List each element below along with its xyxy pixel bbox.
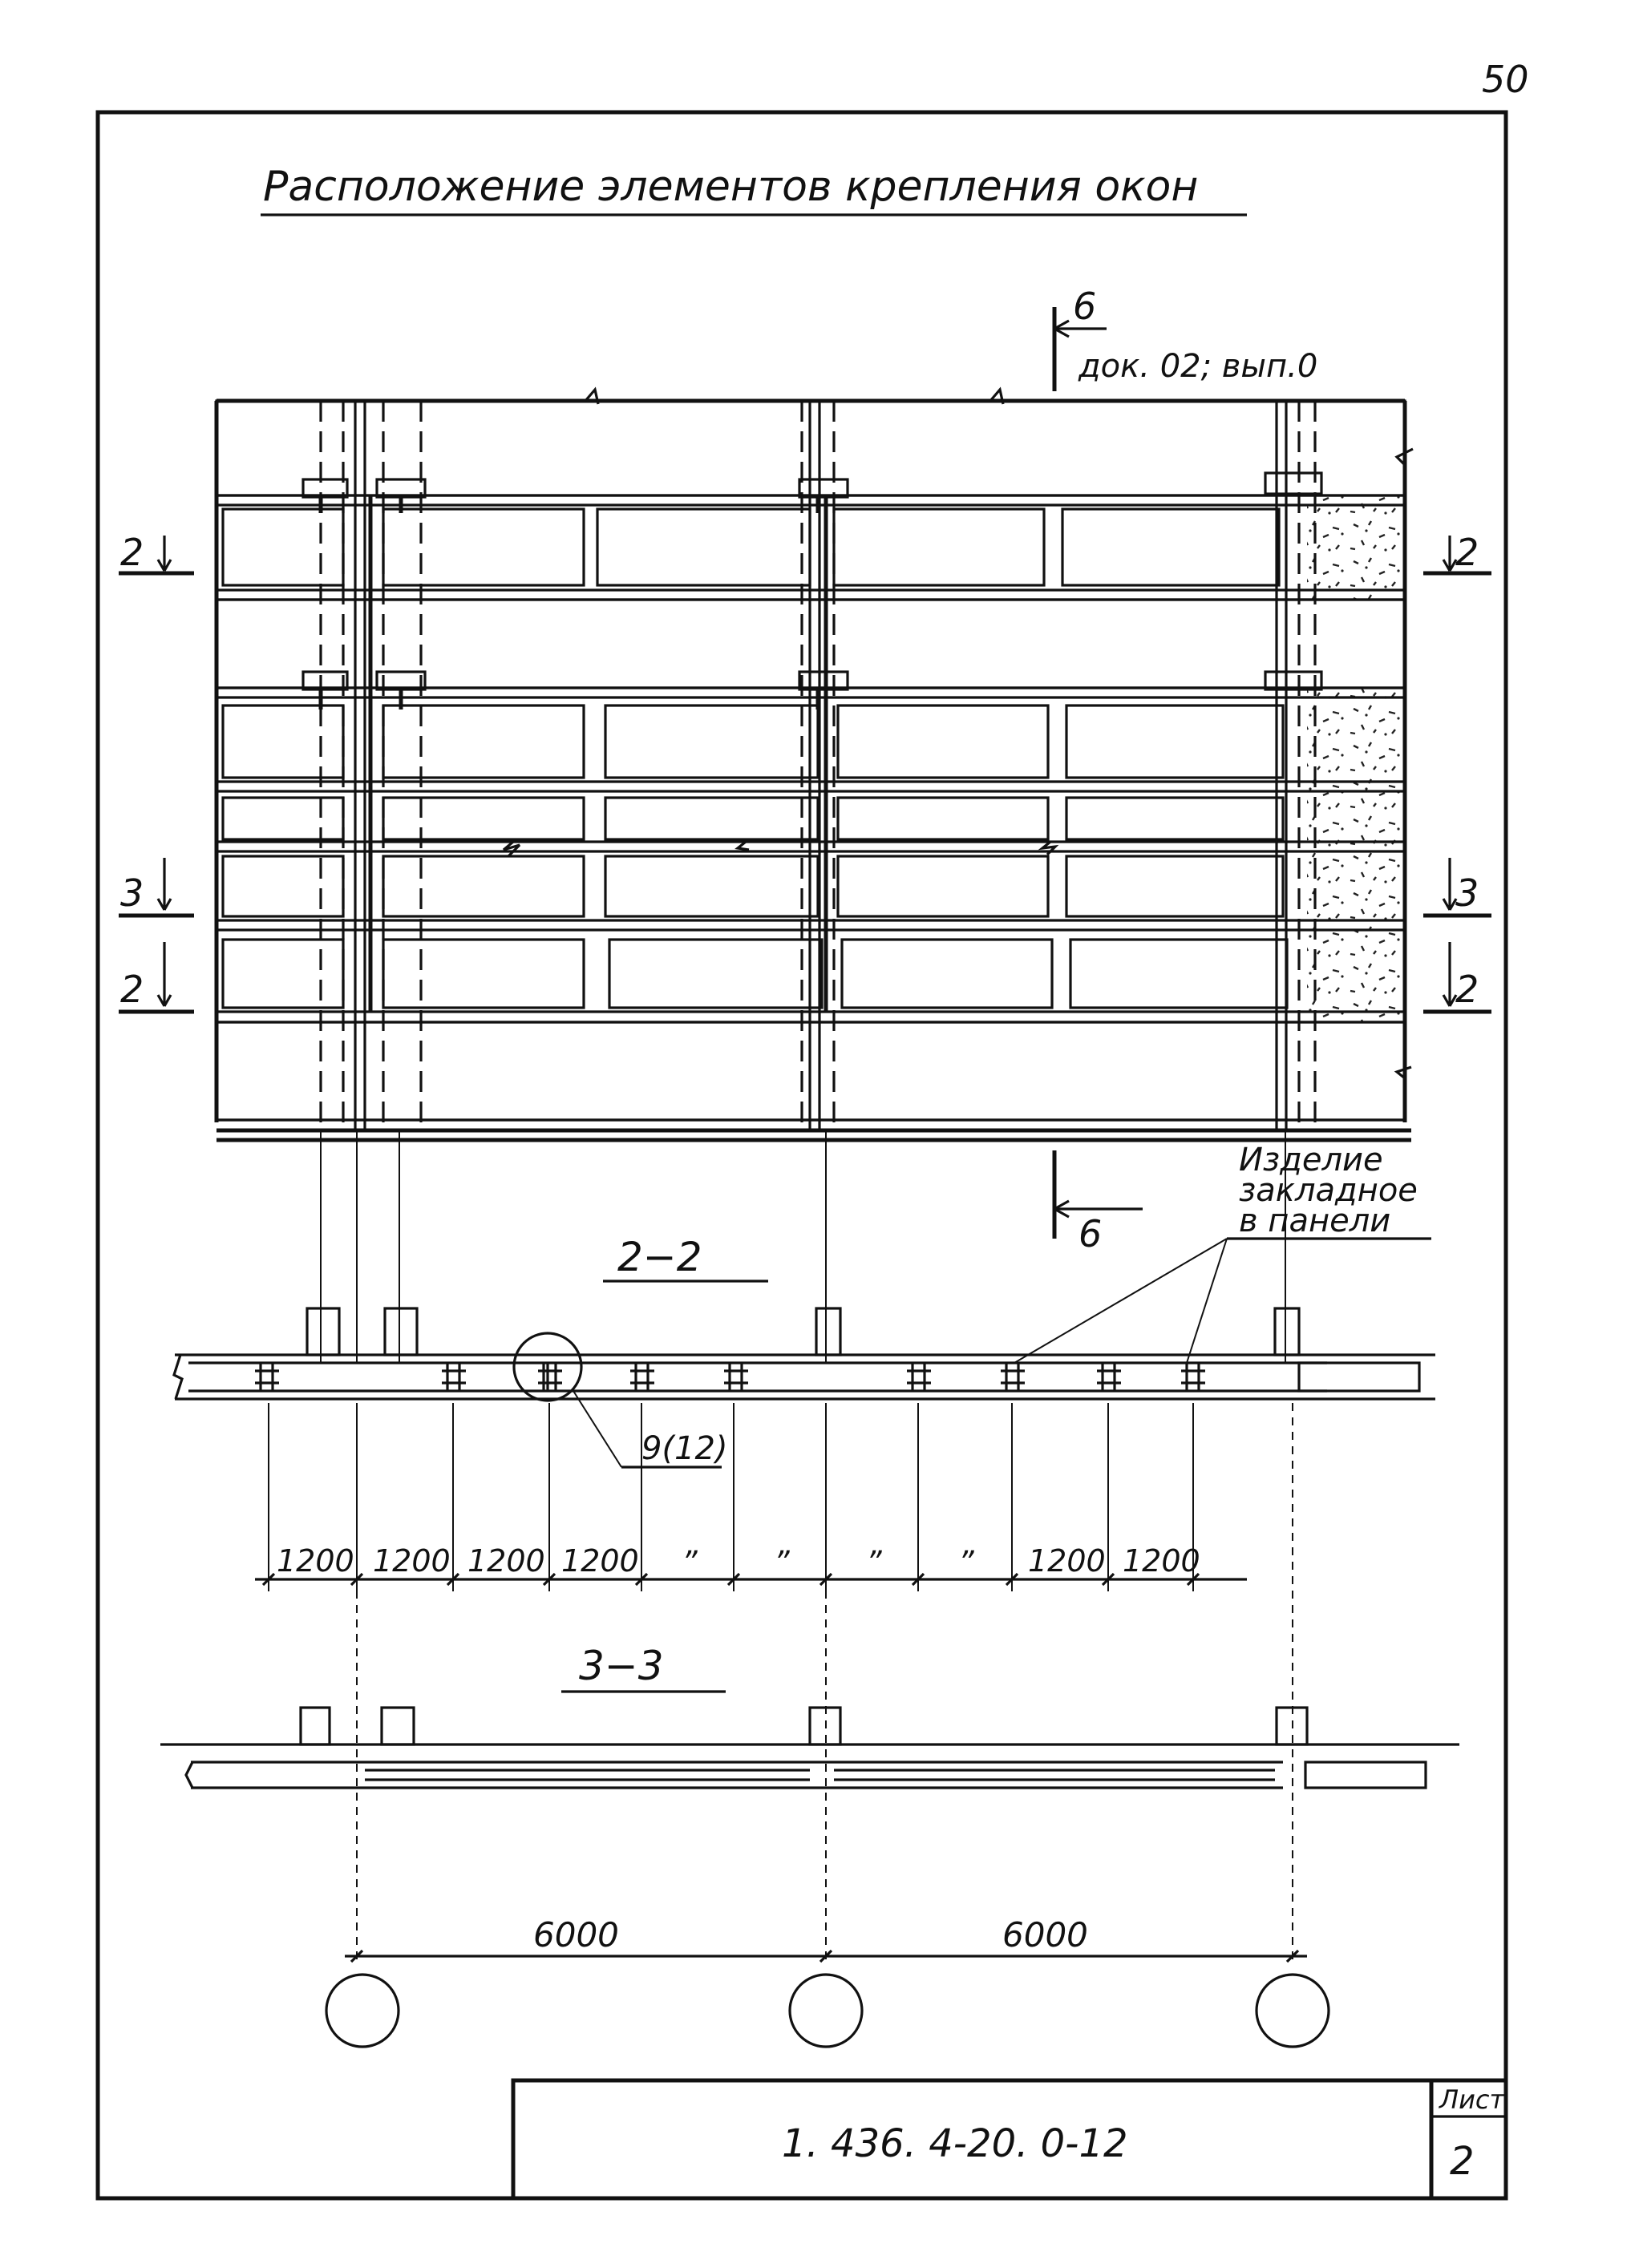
fastening-bracket: [301, 471, 1323, 710]
section-3-3-title: 3−3: [579, 1643, 664, 1689]
dimension-label: 1200: [373, 1543, 451, 1579]
dimension-label: 1200: [561, 1543, 639, 1579]
wall-pier: [1307, 688, 1405, 1022]
facade-elevation: [214, 386, 1414, 1142]
cut-marker-2-upper: 2 2: [119, 531, 1491, 576]
section-b-reference: док. 02; вып.0: [1078, 348, 1317, 385]
cut-marker-3: 3 3: [119, 858, 1491, 918]
embedded-part-label: Изделие закладное в панели: [1014, 1142, 1431, 1364]
section-b-marker-bottom: 6: [1052, 1150, 1143, 1255]
section-3-3: 3−3: [160, 1643, 1459, 1789]
wall-pier: [1307, 495, 1405, 600]
window-row: [221, 704, 1285, 779]
page-number: 50: [1482, 58, 1529, 101]
dimension-label: 1200: [467, 1543, 545, 1579]
drawing-title: Расположение элементов крепления окон: [263, 163, 1198, 211]
section-2-2-title: 2−2: [617, 1234, 702, 1280]
drawing-code: 1. 436. 4-20. 0-12: [782, 2121, 1128, 2166]
window-row: [221, 507, 1281, 587]
embedded-label-line1: Изделие: [1239, 1142, 1383, 1178]
section-b-number: 6: [1073, 285, 1096, 328]
window-row: [221, 796, 1285, 841]
section-b-marker-top: 6 док. 02; вып.0: [1052, 285, 1317, 391]
section-2-2: 2−2 9(12): [172, 1234, 1435, 1469]
embedded-label-line3: в панели: [1239, 1203, 1390, 1239]
axis-bubble: [325, 1973, 400, 2048]
cut-2-label: 2: [1455, 968, 1479, 1011]
axis-dimension: 6000: [533, 1915, 619, 1955]
dimension-label: 1200: [1123, 1543, 1200, 1579]
cut-3-label: 3: [1455, 871, 1479, 915]
dimension-label: ”: [774, 1545, 790, 1580]
cut-marker-2-lower: 2 2: [119, 942, 1491, 1014]
embedded-label-line2: закладное: [1239, 1172, 1418, 1209]
section-b-bottom-number: 6: [1078, 1212, 1102, 1255]
cut-2-label: 2: [120, 531, 144, 574]
dimension-label: ”: [866, 1545, 882, 1580]
cut-3-label: 3: [120, 871, 144, 915]
axis-bubble: [1255, 1973, 1330, 2048]
grid-axes: 6000 6000: [325, 1403, 1330, 2048]
dimension-label: ”: [958, 1545, 974, 1580]
window-row: [221, 938, 1289, 1009]
dimension-chain-1200: 1200 1200 1200 1200 ” ” ” ” 1200 1200: [255, 1403, 1247, 1591]
sheet-label: Лист: [1439, 2084, 1505, 2115]
dimension-label: 1200: [277, 1543, 354, 1579]
axis-bubble: [788, 1973, 864, 2048]
sheet-number: 2: [1450, 2139, 1475, 2184]
axis-dimension: 6000: [1002, 1915, 1088, 1955]
cut-2-label: 2: [120, 968, 144, 1011]
title-block: 1. 436. 4-20. 0-12 Лист 2: [511, 2078, 1508, 2201]
dimension-label: 1200: [1028, 1543, 1106, 1579]
window-row: [221, 855, 1285, 918]
callout-label: 9(12): [641, 1430, 728, 1467]
cut-2-label: 2: [1455, 531, 1479, 574]
dimension-label: ”: [682, 1545, 698, 1580]
